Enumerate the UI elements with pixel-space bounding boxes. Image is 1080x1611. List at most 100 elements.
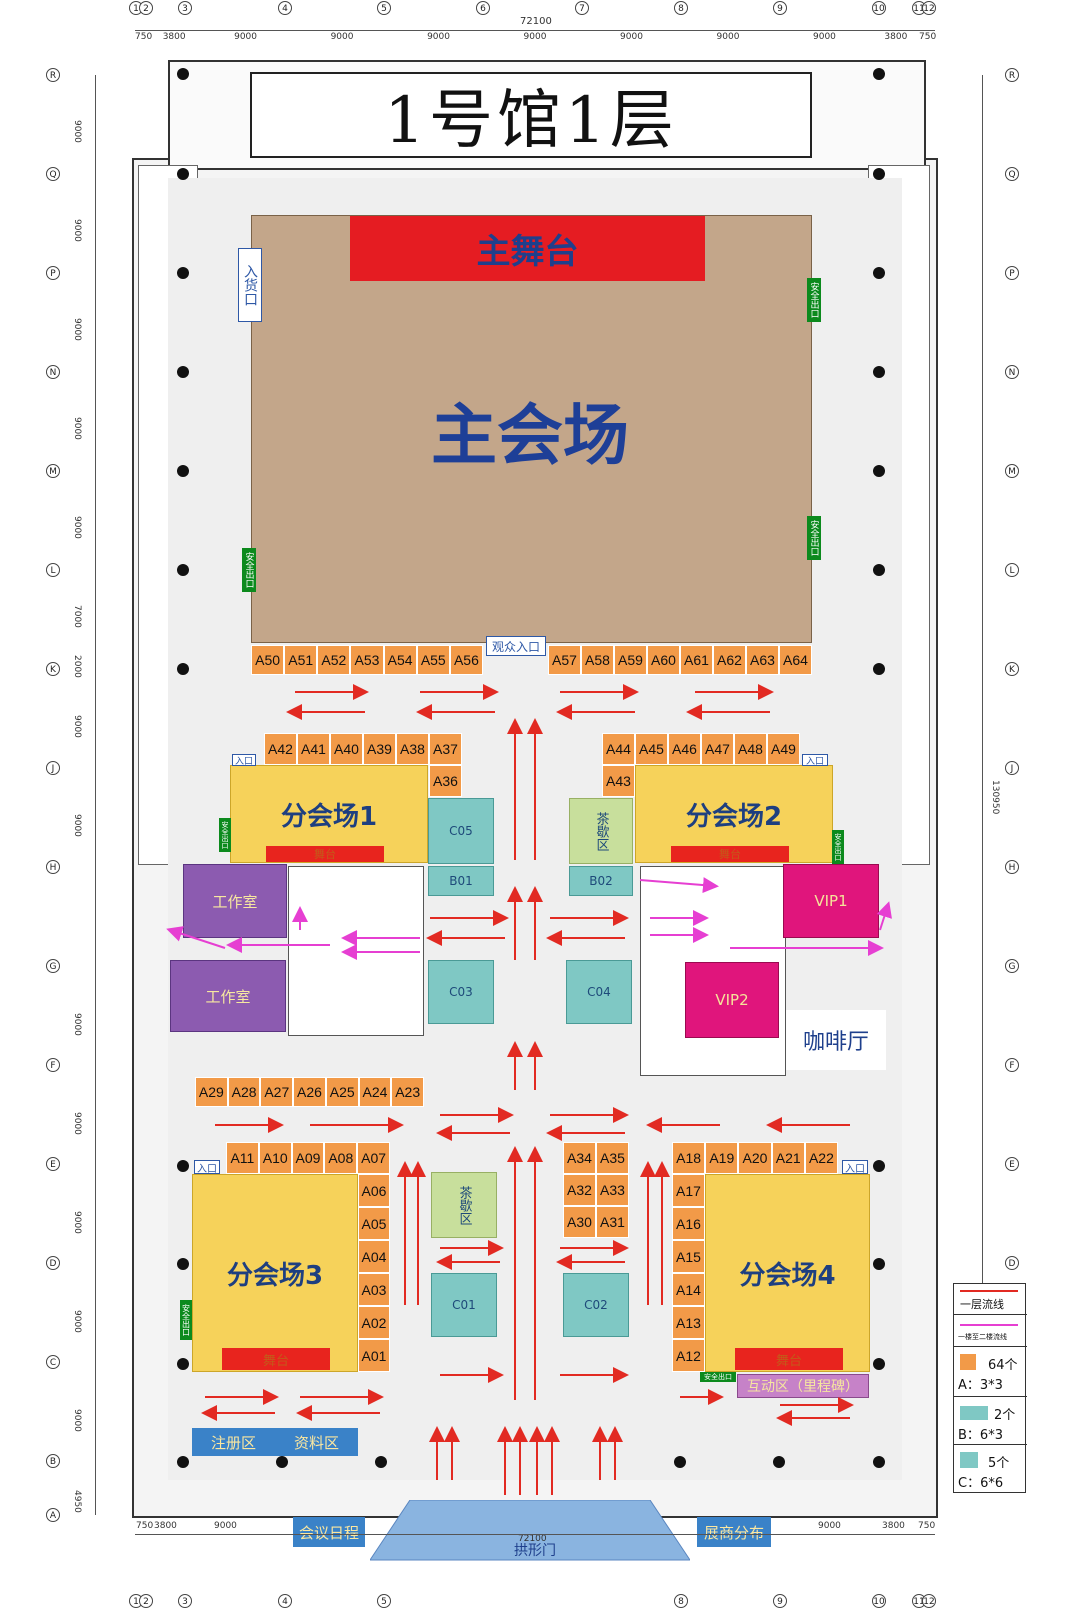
booth[interactable]: A34 — [563, 1142, 596, 1174]
booth-c04[interactable]: C04 — [566, 960, 632, 1024]
booth[interactable]: A64 — [779, 645, 812, 675]
dim: 750 — [136, 1521, 154, 1531]
booth[interactable]: A58 — [581, 645, 614, 675]
booth[interactable]: A41 — [297, 733, 330, 765]
booth[interactable]: A44 — [602, 733, 635, 765]
booth[interactable]: A43 — [602, 765, 635, 797]
booth-b02[interactable]: B02 — [569, 866, 633, 896]
booth[interactable]: A29 — [195, 1077, 228, 1107]
booth[interactable]: A39 — [363, 733, 396, 765]
booth[interactable]: A23 — [391, 1077, 425, 1107]
vip1-room[interactable]: VIP1 — [783, 864, 879, 938]
booth[interactable]: A11 — [226, 1142, 259, 1174]
schedule-button[interactable]: 会议日程 — [293, 1517, 365, 1547]
booth[interactable]: A55 — [416, 645, 450, 675]
booth[interactable]: A61 — [680, 645, 713, 675]
studio-1[interactable]: 工作室 — [183, 864, 287, 938]
pillar — [177, 68, 189, 80]
booth[interactable]: A16 — [672, 1207, 705, 1240]
axis-row: Q — [46, 167, 60, 181]
booth[interactable]: A31 — [596, 1206, 629, 1238]
booth[interactable]: A05 — [358, 1207, 390, 1240]
booth[interactable]: A02 — [358, 1306, 390, 1339]
goods-entry: 入货口 — [238, 248, 262, 322]
booth[interactable]: A36 — [429, 765, 462, 797]
booth[interactable]: A20 — [738, 1142, 772, 1174]
exhibitors-button[interactable]: 展商分布 — [697, 1517, 771, 1547]
booth[interactable]: A13 — [672, 1306, 705, 1339]
booth[interactable]: A03 — [358, 1273, 390, 1306]
booth[interactable]: A53 — [350, 645, 384, 675]
booth[interactable]: A09 — [291, 1142, 325, 1174]
booth[interactable]: A25 — [325, 1077, 359, 1107]
booth[interactable]: A45 — [635, 733, 668, 765]
booth[interactable]: A38 — [396, 733, 429, 765]
booth[interactable]: A51 — [284, 645, 318, 675]
interactive-zone[interactable]: 互动区（里程碑） — [737, 1374, 869, 1398]
dim: 9000 — [234, 32, 257, 42]
booth[interactable]: A57 — [548, 645, 581, 675]
booth[interactable]: A48 — [734, 733, 767, 765]
booth[interactable]: A28 — [227, 1077, 261, 1107]
pillar — [177, 366, 189, 378]
booth[interactable]: A26 — [293, 1077, 326, 1107]
booth[interactable]: A04 — [358, 1240, 390, 1273]
booth-b01[interactable]: B01 — [428, 866, 494, 896]
booth[interactable]: A37 — [429, 733, 462, 765]
cafe[interactable]: 咖啡厅 — [786, 1010, 886, 1070]
booth[interactable]: A06 — [358, 1174, 390, 1207]
booth[interactable]: A18 — [672, 1142, 706, 1174]
booth[interactable]: A12 — [672, 1339, 705, 1372]
sub-hall-4[interactable]: 分会场4 — [705, 1174, 870, 1372]
booth[interactable]: A59 — [614, 645, 647, 675]
booth[interactable]: A40 — [330, 733, 363, 765]
booth[interactable]: A14 — [672, 1273, 705, 1306]
pillar — [276, 1456, 288, 1468]
booth-c05[interactable]: C05 — [428, 798, 494, 864]
booth[interactable]: A63 — [746, 645, 779, 675]
booth[interactable]: A30 — [563, 1206, 596, 1238]
main-hall-label: 主会场 — [431, 397, 629, 474]
safety-exit-right-1: 安全出口 — [807, 278, 821, 322]
vip2-room[interactable]: VIP2 — [685, 962, 779, 1038]
booth[interactable]: A50 — [251, 645, 285, 675]
sub-hall-2[interactable]: 分会场2 — [635, 765, 833, 863]
tea-break-area-bottom[interactable]: 茶歇区 — [431, 1172, 497, 1238]
sub-hall-3[interactable]: 分会场3 — [192, 1174, 358, 1372]
booth[interactable]: A62 — [713, 645, 746, 675]
booth[interactable]: A52 — [317, 645, 351, 675]
booth[interactable]: A08 — [324, 1142, 358, 1174]
booth[interactable]: A54 — [383, 645, 417, 675]
booth[interactable]: A21 — [771, 1142, 805, 1174]
booth[interactable]: A01 — [358, 1339, 390, 1372]
booth-col-a06-a01: A06 A05 A04 A03 A02 A01 — [358, 1174, 390, 1372]
booth[interactable]: A33 — [596, 1174, 629, 1206]
studio-2[interactable]: 工作室 — [170, 960, 286, 1032]
axis-col-3: 3 — [178, 1594, 192, 1608]
tea-break-area-top[interactable]: 茶歇区 — [569, 798, 633, 864]
booth[interactable]: A46 — [668, 733, 701, 765]
booth[interactable]: A10 — [258, 1142, 292, 1174]
booth[interactable]: A07 — [357, 1142, 390, 1174]
register-zone[interactable]: 注册区 — [210, 1433, 256, 1452]
booth[interactable]: A42 — [264, 733, 297, 765]
booth[interactable]: A17 — [672, 1174, 705, 1207]
dim: 9000 — [813, 32, 836, 42]
booth[interactable]: A22 — [804, 1142, 839, 1174]
booth-c02[interactable]: C02 — [563, 1273, 629, 1337]
sub-hall-3-stage: 舞台 — [222, 1348, 330, 1370]
booth[interactable]: A32 — [563, 1174, 596, 1206]
booth[interactable]: A56 — [449, 645, 483, 675]
booth[interactable]: A27 — [260, 1077, 294, 1107]
booth-c01[interactable]: C01 — [431, 1273, 497, 1337]
booth[interactable]: A15 — [672, 1240, 705, 1273]
booth[interactable]: A24 — [358, 1077, 392, 1107]
booth[interactable]: A19 — [705, 1142, 739, 1174]
booth[interactable]: A49 — [767, 733, 800, 765]
booth-c03[interactable]: C03 — [428, 960, 494, 1024]
booth[interactable]: A60 — [647, 645, 680, 675]
booth[interactable]: A47 — [701, 733, 734, 765]
pillar — [674, 1456, 686, 1468]
info-zone[interactable]: 资料区 — [293, 1433, 339, 1452]
booth[interactable]: A35 — [596, 1142, 629, 1174]
